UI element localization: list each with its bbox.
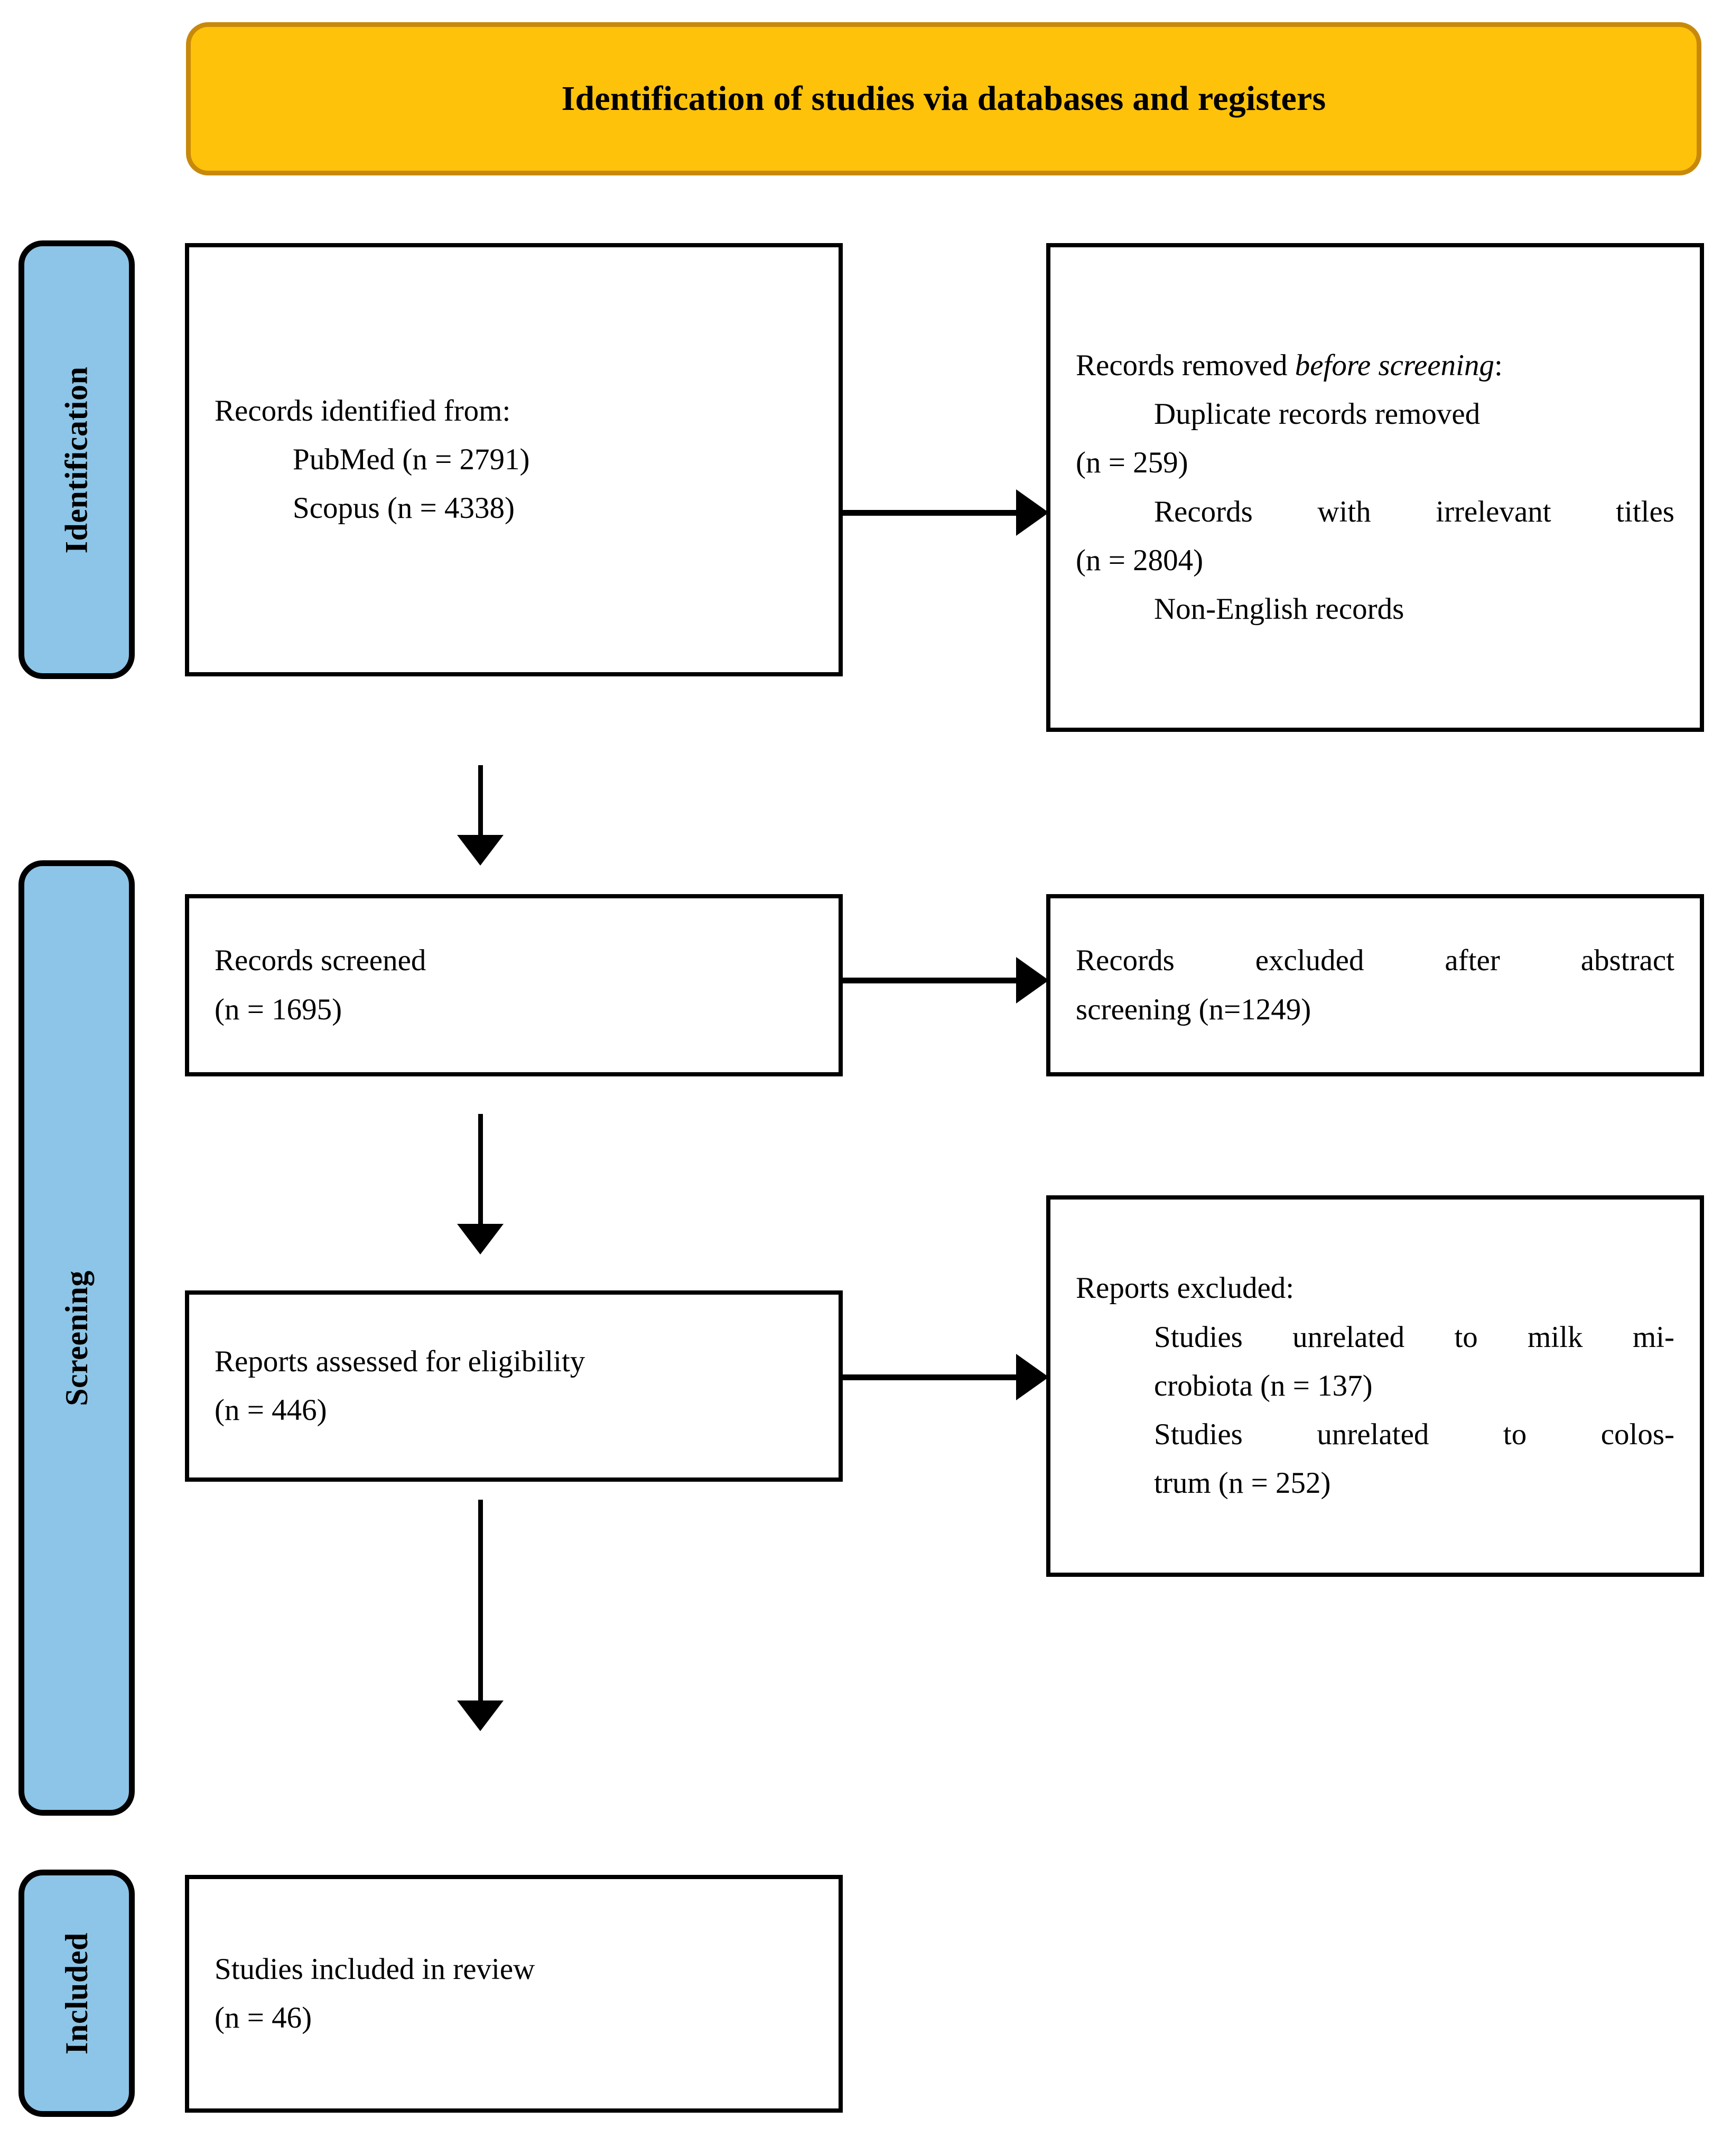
arrow-shaft (843, 978, 1022, 983)
arrow-screened-to-eligibility-icon (457, 1114, 504, 1254)
stage-label-identification: Identification (59, 366, 94, 553)
arrow-identified-to-removed-icon (843, 486, 1049, 539)
records-removed-heading: Records removed before screening: (1076, 341, 1674, 390)
node-records-screened: Records screened (n = 1695) (185, 894, 843, 1076)
arrow-head (457, 1224, 504, 1254)
node-reports-eligibility: Reports assessed for eligibility (n = 44… (185, 1290, 843, 1482)
reports-excluded-colostrum: Studies unrelated to colos- (1154, 1418, 1674, 1452)
records-screened-count: (n = 1695) (215, 992, 342, 1026)
stage-label-included: Included (59, 1932, 94, 2055)
reports-excluded-heading: Reports excluded: (1076, 1271, 1295, 1305)
records-screened-label: Records screened (215, 944, 426, 978)
node-records-identified: Records identified from: PubMed (n = 279… (185, 243, 843, 676)
studies-included-count: (n = 46) (215, 2001, 312, 2034)
records-removed-heading-tail: : (1494, 348, 1503, 382)
arrow-screened-to-excluded-icon (843, 954, 1049, 1007)
arrow-shaft (478, 765, 483, 835)
arrow-eligibility-to-reports-excluded-icon (843, 1351, 1049, 1404)
records-removed-heading-lead: Records removed (1076, 348, 1295, 382)
reports-excluded-milk-microbiota-count: crobiota (n = 137) (1154, 1369, 1373, 1402)
arrow-head (457, 1700, 504, 1731)
arrow-head (1016, 489, 1049, 536)
studies-included-label: Studies included in review (215, 1952, 535, 1986)
records-removed-irrelevant-titles: Records with irrelevant titles (1154, 495, 1674, 528)
stage-rail-included: Included (18, 1870, 135, 2117)
arrow-shaft (478, 1500, 483, 1700)
node-records-excluded-abstract: Records excluded after abstract screenin… (1046, 894, 1704, 1076)
records-excluded-abstract-count: screening (n=1249) (1076, 992, 1311, 1026)
records-removed-heading-italic: before screening (1295, 348, 1494, 382)
reports-eligibility-count: (n = 446) (215, 1393, 327, 1427)
arrow-shaft (478, 1114, 483, 1224)
node-studies-included: Studies included in review (n = 46) (185, 1875, 843, 2113)
records-removed-duplicates-count: (n = 259) (1076, 446, 1188, 480)
stage-rail-identification: Identification (18, 240, 135, 679)
arrow-head (1016, 957, 1049, 1003)
records-identified-pubmed: PubMed (n = 2791) (293, 442, 530, 476)
arrow-shaft (843, 510, 1022, 516)
records-identified-heading: Records identified from: (215, 394, 511, 428)
stage-rail-screening: Screening (18, 860, 135, 1816)
arrow-eligibility-to-included-icon (457, 1500, 504, 1731)
arrow-head (457, 835, 504, 866)
diagram-title: Identification of studies via databases … (561, 79, 1326, 118)
node-reports-excluded: Reports excluded: Studies unrelated to m… (1046, 1195, 1704, 1577)
records-identified-scopus: Scopus (n = 4338) (293, 491, 515, 525)
node-records-removed: Records removed before screening: Duplic… (1046, 243, 1704, 732)
reports-excluded-colostrum-count: trum (n = 252) (1154, 1466, 1331, 1500)
reports-excluded-milk-microbiota: Studies unrelated to milk mi- (1154, 1320, 1674, 1354)
arrow-head (1016, 1354, 1049, 1400)
stage-label-screening: Screening (59, 1270, 94, 1406)
records-excluded-abstract-label: Records excluded after abstract (1076, 944, 1674, 978)
diagram-header-banner: Identification of studies via databases … (186, 22, 1701, 175)
records-removed-irrelevant-count: (n = 2804) (1076, 543, 1204, 577)
arrow-shaft (843, 1374, 1022, 1380)
records-removed-duplicates: Duplicate records removed (1154, 397, 1481, 431)
reports-eligibility-label: Reports assessed for eligibility (215, 1344, 585, 1378)
records-removed-non-english: Non-English records (1154, 592, 1404, 626)
arrow-identified-to-screened-icon (457, 765, 504, 866)
